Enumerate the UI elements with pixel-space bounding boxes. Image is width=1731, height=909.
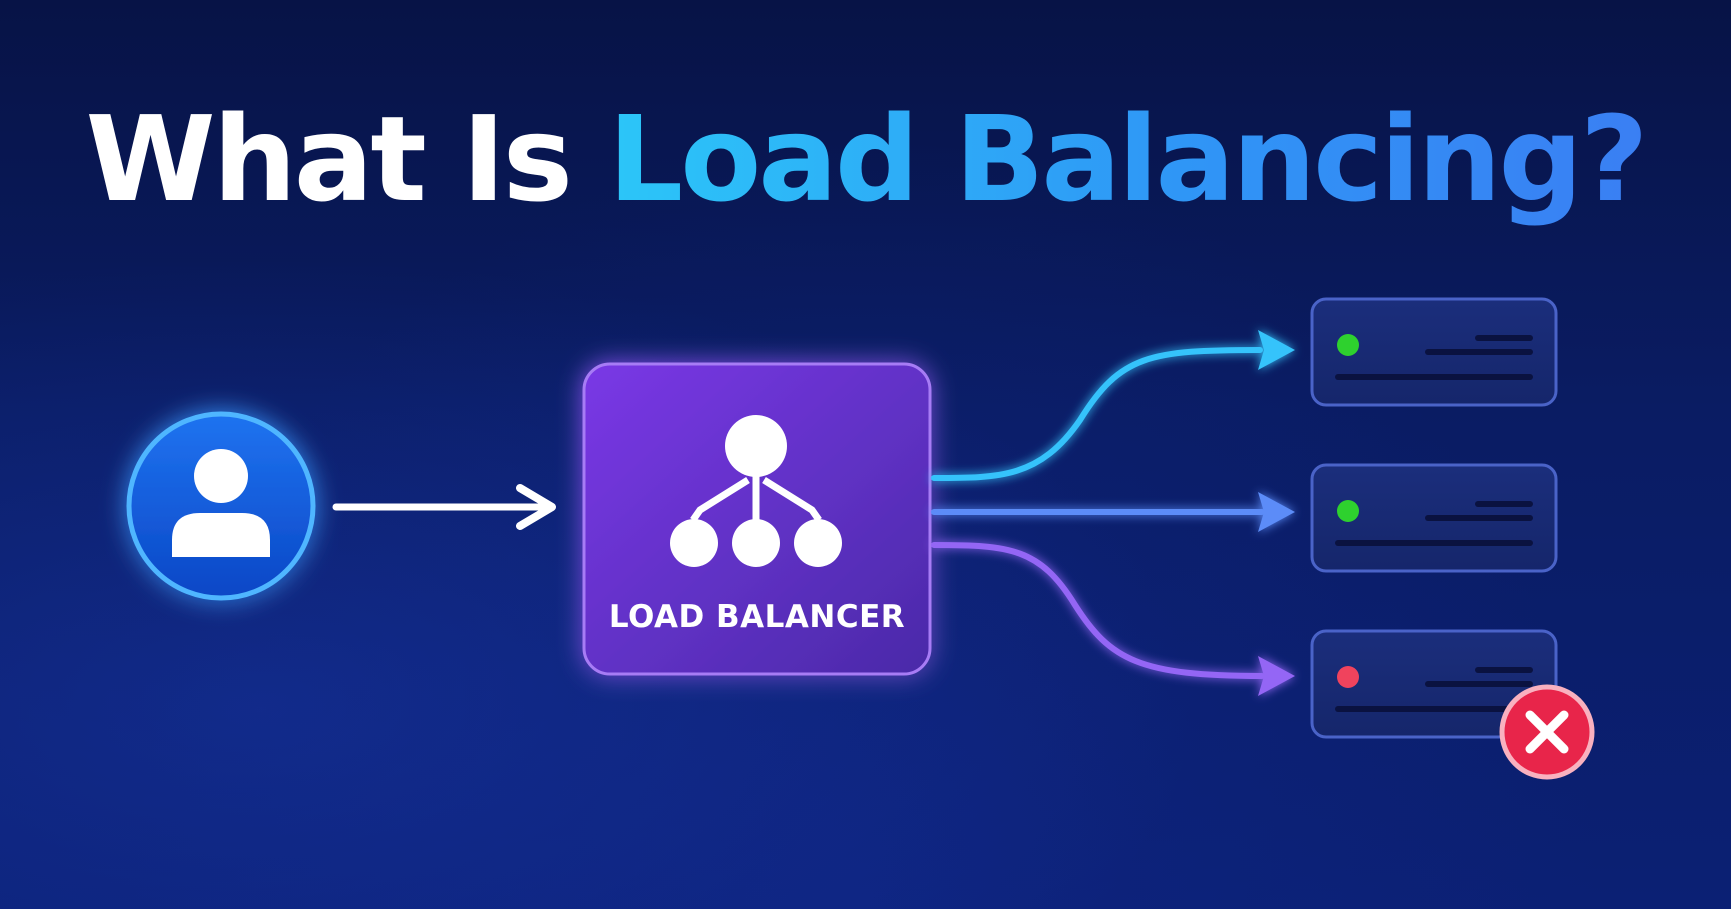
title-highlight: Load Balancing?: [608, 90, 1648, 228]
server-2: [1310, 463, 1558, 573]
server-3-status-light: [1337, 666, 1359, 688]
server-3: [1310, 629, 1558, 739]
route-to-server-1: [931, 330, 1295, 481]
request-arrow: [332, 484, 556, 530]
server-1-status-light: [1337, 334, 1359, 356]
close-icon: [1525, 710, 1569, 754]
load-balancer-node: LOAD BALANCER: [582, 362, 932, 676]
route-to-server-3: [931, 542, 1295, 696]
route-to-server-2: [931, 492, 1295, 532]
load-balancer-label: LOAD BALANCER: [609, 599, 905, 635]
page-title: What Is Load Balancing?: [0, 100, 1731, 218]
server-3-error-badge: [1499, 684, 1595, 780]
client-node: [126, 411, 316, 601]
server-2-status-light: [1337, 500, 1359, 522]
title-prefix: What Is: [85, 90, 573, 228]
network-tree-icon: [670, 415, 842, 567]
user-icon: [172, 449, 270, 557]
server-1: [1310, 297, 1558, 407]
